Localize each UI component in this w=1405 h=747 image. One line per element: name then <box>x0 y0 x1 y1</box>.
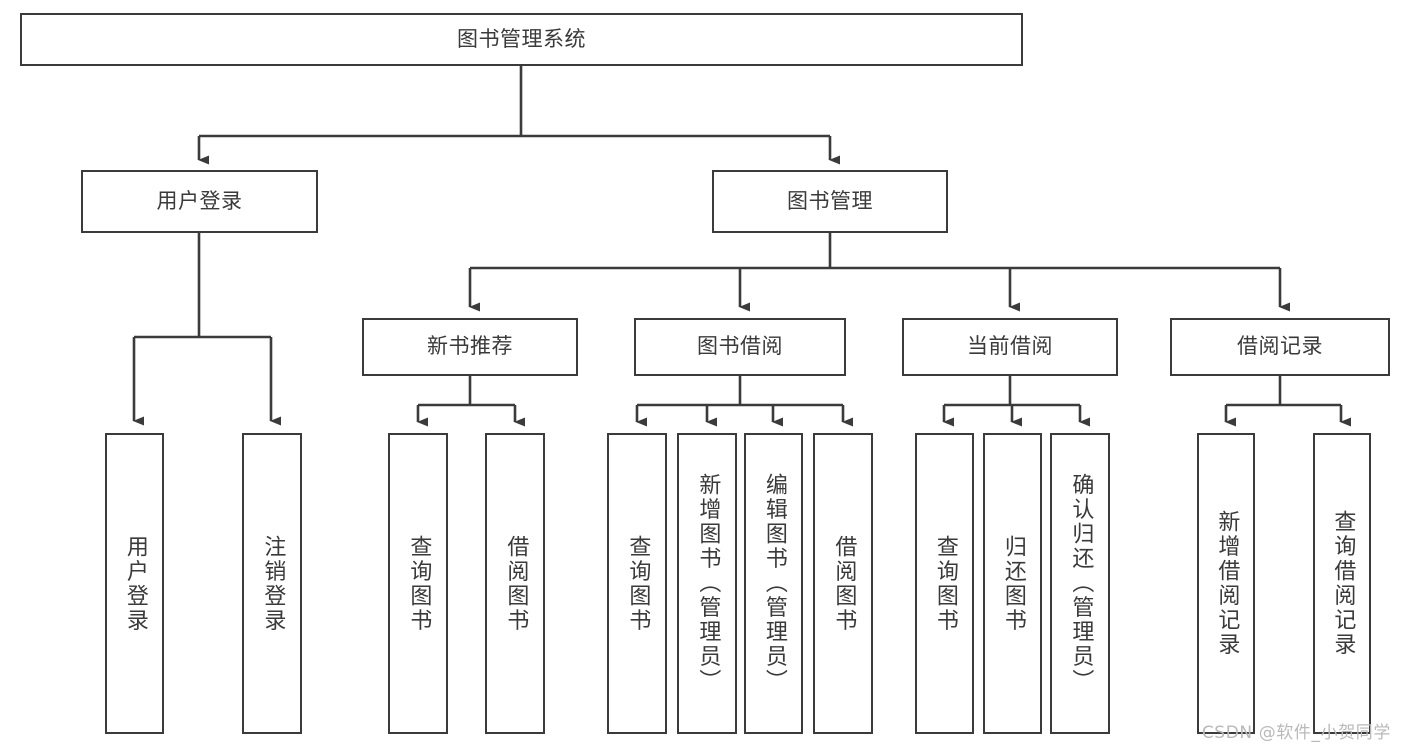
leaf-borrow-record-add-label: 新增借阅记录 <box>1214 510 1240 657</box>
node-book-borrow[interactable]: 图书借阅 <box>634 318 846 376</box>
leaf-book-borrow-borrow[interactable]: 借阅图书 <box>813 433 873 734</box>
leaf-borrow-record-add[interactable]: 新增借阅记录 <box>1197 433 1255 734</box>
leaf-book-borrow-edit[interactable]: 编辑图书（管理员） <box>744 433 803 734</box>
leaf-new-book-query-label: 查询图书 <box>406 534 432 633</box>
leaf-current-borrow-return-label: 归还图书 <box>1000 534 1026 633</box>
leaf-new-book-query[interactable]: 查询图书 <box>388 433 448 734</box>
leaf-new-book-borrow[interactable]: 借阅图书 <box>485 433 545 734</box>
node-root[interactable]: 图书管理系统 <box>20 13 1023 66</box>
leaf-new-book-borrow-label: 借阅图书 <box>503 534 529 633</box>
leaf-current-borrow-query-label: 查询图书 <box>932 534 958 633</box>
node-user-login-label: 用户登录 <box>156 188 243 213</box>
node-current-borrow-label: 当前借阅 <box>967 334 1053 359</box>
node-book-borrow-label: 图书借阅 <box>697 334 783 359</box>
node-current-borrow[interactable]: 当前借阅 <box>902 318 1118 376</box>
node-root-label: 图书管理系统 <box>457 26 586 51</box>
leaf-book-borrow-query-label: 查询图书 <box>625 534 651 633</box>
node-new-book-recommend-label: 新书推荐 <box>427 334 513 359</box>
leaf-current-borrow-query[interactable]: 查询图书 <box>915 433 974 734</box>
node-new-book-recommend[interactable]: 新书推荐 <box>362 318 578 376</box>
node-borrow-record-label: 借阅记录 <box>1237 334 1323 359</box>
leaf-user-login-logout[interactable]: 注销登录 <box>242 433 302 734</box>
node-borrow-record[interactable]: 借阅记录 <box>1170 318 1390 376</box>
leaf-book-borrow-borrow-label: 借阅图书 <box>831 534 857 633</box>
leaf-book-borrow-add-label: 新增图书（管理员） <box>695 473 721 694</box>
node-book-management-label: 图书管理 <box>787 188 873 213</box>
leaf-user-login-login-label: 用户登录 <box>122 534 148 633</box>
leaf-book-borrow-edit-label: 编辑图书（管理员） <box>761 473 787 694</box>
watermark: CSDN @软件_小贺同学 <box>1201 723 1391 743</box>
leaf-current-borrow-confirm-label: 确认归还（管理员） <box>1068 473 1094 694</box>
leaf-book-borrow-query[interactable]: 查询图书 <box>607 433 667 734</box>
node-user-login[interactable]: 用户登录 <box>81 170 318 233</box>
leaf-book-borrow-add[interactable]: 新增图书（管理员） <box>677 433 737 734</box>
leaf-user-login-login[interactable]: 用户登录 <box>105 433 164 734</box>
leaf-borrow-record-query[interactable]: 查询借阅记录 <box>1313 433 1371 734</box>
leaf-user-login-logout-label: 注销登录 <box>260 534 286 633</box>
leaf-borrow-record-query-label: 查询借阅记录 <box>1330 510 1356 657</box>
leaf-current-borrow-confirm[interactable]: 确认归还（管理员） <box>1050 433 1110 734</box>
node-book-management[interactable]: 图书管理 <box>712 170 948 233</box>
leaf-current-borrow-return[interactable]: 归还图书 <box>983 433 1042 734</box>
